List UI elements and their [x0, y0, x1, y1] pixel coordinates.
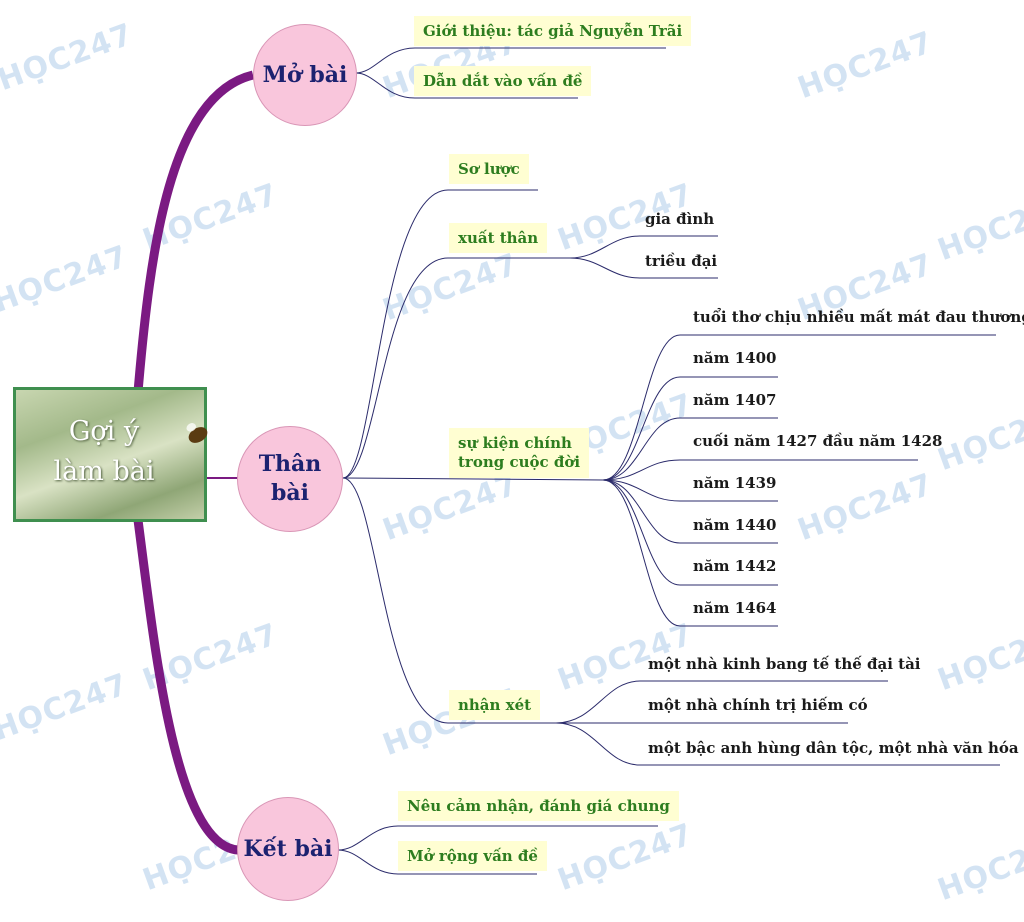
branch-mo-bai-label: Mở bài: [262, 61, 348, 88]
link-xuat-than: [342, 257, 570, 479]
topic-su-kien-chinh[interactable]: sự kiện chính trong cuộc đời: [449, 428, 590, 478]
central-text-line2: làm bài: [53, 456, 155, 487]
link-nx-3: [555, 722, 1000, 766]
topic-xuat-than[interactable]: xuất thân: [449, 223, 548, 253]
link-event-5: [602, 479, 778, 502]
branch-ket-bai[interactable]: Kết bài: [237, 797, 339, 901]
link-dan-dat: [355, 72, 578, 99]
link-mo-rong: [337, 849, 537, 875]
link-nx-1: [555, 680, 888, 724]
leaf-event[interactable]: năm 1439: [693, 474, 777, 492]
link-neu-cam-nhan: [337, 825, 658, 851]
topic-gioi-thieu[interactable]: Giới thiệu: tác giả Nguyễn Trãi: [414, 16, 692, 46]
leaf-event[interactable]: năm 1400: [693, 349, 777, 367]
leaf-event[interactable]: năm 1442: [693, 557, 777, 575]
link-gia-dinh: [569, 235, 718, 259]
link-gioi-thieu: [355, 47, 666, 74]
topic-nhan-xet[interactable]: nhận xét: [449, 690, 541, 720]
topic-so-luoc[interactable]: Sơ lược: [449, 154, 529, 184]
branch-than-bai[interactable]: Thân bài: [237, 426, 343, 532]
central-topic[interactable]: Gợi ý làm bài: [13, 387, 211, 522]
link-nhan-xet: [342, 477, 556, 724]
branch-mo-bai[interactable]: Mở bài: [253, 24, 357, 126]
leaf-event[interactable]: năm 1464: [693, 599, 777, 617]
central-topic-text: Gợi ý làm bài: [16, 412, 192, 492]
leaf-event[interactable]: tuổi thơ chịu nhiều mất mát đau thương: [693, 308, 1024, 326]
link-trieu-dai: [569, 257, 718, 279]
link-event-7: [602, 479, 778, 586]
leaf-event[interactable]: cuối năm 1427 đầu năm 1428: [693, 432, 943, 450]
link-event-8: [602, 479, 778, 627]
topic-dan-dat[interactable]: Dẫn dắt vào vấn đề: [414, 66, 592, 96]
branch-ket-bai-label: Kết bài: [243, 835, 333, 862]
leaf-gia-dinh[interactable]: gia đình: [645, 210, 715, 228]
link-so-luoc: [342, 189, 538, 479]
branch-line-ket-bai: [133, 519, 239, 855]
leaf-trieu-dai[interactable]: triều đại: [645, 252, 718, 270]
leaf-nhan-xet[interactable]: một nhà kinh bang tế thế đại tài: [648, 655, 921, 673]
link-event-3: [602, 417, 778, 481]
link-event-4: [602, 459, 918, 481]
topic-mo-rong[interactable]: Mở rộng vấn đề: [398, 841, 547, 871]
link-su-kien: [342, 477, 604, 481]
topic-neu-cam-nhan[interactable]: Nêu cảm nhận, đánh giá chung: [398, 791, 679, 821]
link-event-2: [602, 376, 778, 481]
leaf-event[interactable]: năm 1440: [693, 516, 777, 534]
leaf-event[interactable]: năm 1407: [693, 391, 777, 409]
central-text-line1: Gợi ý: [68, 416, 140, 447]
link-event-1: [602, 334, 996, 481]
link-event-6: [602, 479, 778, 544]
leaf-nhan-xet[interactable]: một nhà chính trị hiếm có: [648, 696, 868, 714]
branch-line-mo-bai: [133, 70, 255, 393]
leaf-nhan-xet[interactable]: một bậc anh hùng dân tộc, một nhà văn hó…: [648, 739, 1024, 757]
branch-than-bai-label: Thân bài: [258, 451, 322, 506]
